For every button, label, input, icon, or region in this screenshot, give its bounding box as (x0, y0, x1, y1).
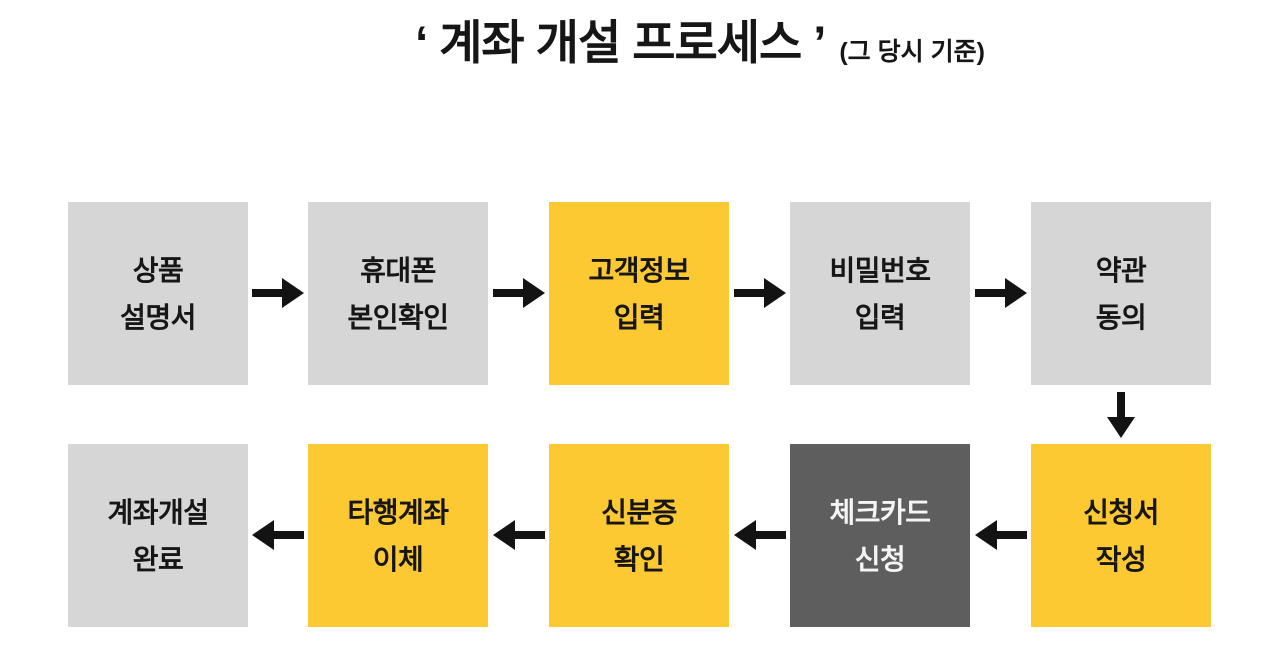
step-label-line: 체크카드 (829, 496, 931, 528)
page-title-suffix: (그 당시 기준) (839, 37, 985, 66)
arrow-down-icon (1107, 392, 1135, 438)
arrow-right-icon (975, 278, 1027, 308)
step-application-form: 신청서 작성 (1031, 444, 1211, 627)
step-password-entry: 비밀번호 입력 (790, 202, 970, 385)
arrow-left-icon (734, 520, 786, 550)
step-label-line: 비밀번호 (829, 254, 931, 286)
step-label-line: 완료 (132, 543, 184, 575)
arrow-left-icon (252, 520, 304, 550)
arrow-right-icon (493, 278, 545, 308)
step-label-line: 계좌개설 (107, 496, 209, 528)
step-label-line: 확인 (613, 543, 665, 575)
arrow-left-icon (975, 520, 1027, 550)
step-label-line: 본인확인 (347, 301, 449, 333)
arrow-right-icon (734, 278, 786, 308)
step-label-line: 작성 (1095, 543, 1147, 575)
step-other-bank-transfer: 타행계좌 이체 (308, 444, 488, 627)
step-label-line: 신분증 (601, 496, 677, 528)
step-label-line: 동의 (1095, 301, 1147, 333)
step-label-line: 입력 (854, 301, 906, 333)
step-label-line: 약관 (1095, 254, 1147, 286)
step-phone-identity-verification: 휴대폰 본인확인 (308, 202, 488, 385)
arrow-right-icon (252, 278, 304, 308)
step-label-line: 설명서 (120, 301, 196, 333)
step-label-line: 신청 (854, 543, 906, 575)
step-check-card-application: 체크카드 신청 (790, 444, 970, 627)
step-id-card-verification: 신분증 확인 (549, 444, 729, 627)
page-title-text: ‘ 계좌 개설 프로세스 ’ (415, 16, 826, 69)
step-label-line: 타행계좌 (347, 496, 449, 528)
page-title: ‘ 계좌 개설 프로세스 ’ (그 당시 기준) (66, 14, 1268, 73)
step-label-line: 고객정보 (588, 254, 690, 286)
step-product-description: 상품 설명서 (68, 202, 248, 385)
step-label-line: 입력 (613, 301, 665, 333)
step-label-line: 신청서 (1083, 496, 1159, 528)
step-label-line: 상품 (132, 254, 184, 286)
arrow-left-icon (493, 520, 545, 550)
step-terms-agreement: 약관 동의 (1031, 202, 1211, 385)
step-customer-info-entry: 고객정보 입력 (549, 202, 729, 385)
step-label-line: 휴대폰 (360, 254, 436, 286)
step-label-line: 이체 (372, 543, 424, 575)
step-account-opening-complete: 계좌개설 완료 (68, 444, 248, 627)
